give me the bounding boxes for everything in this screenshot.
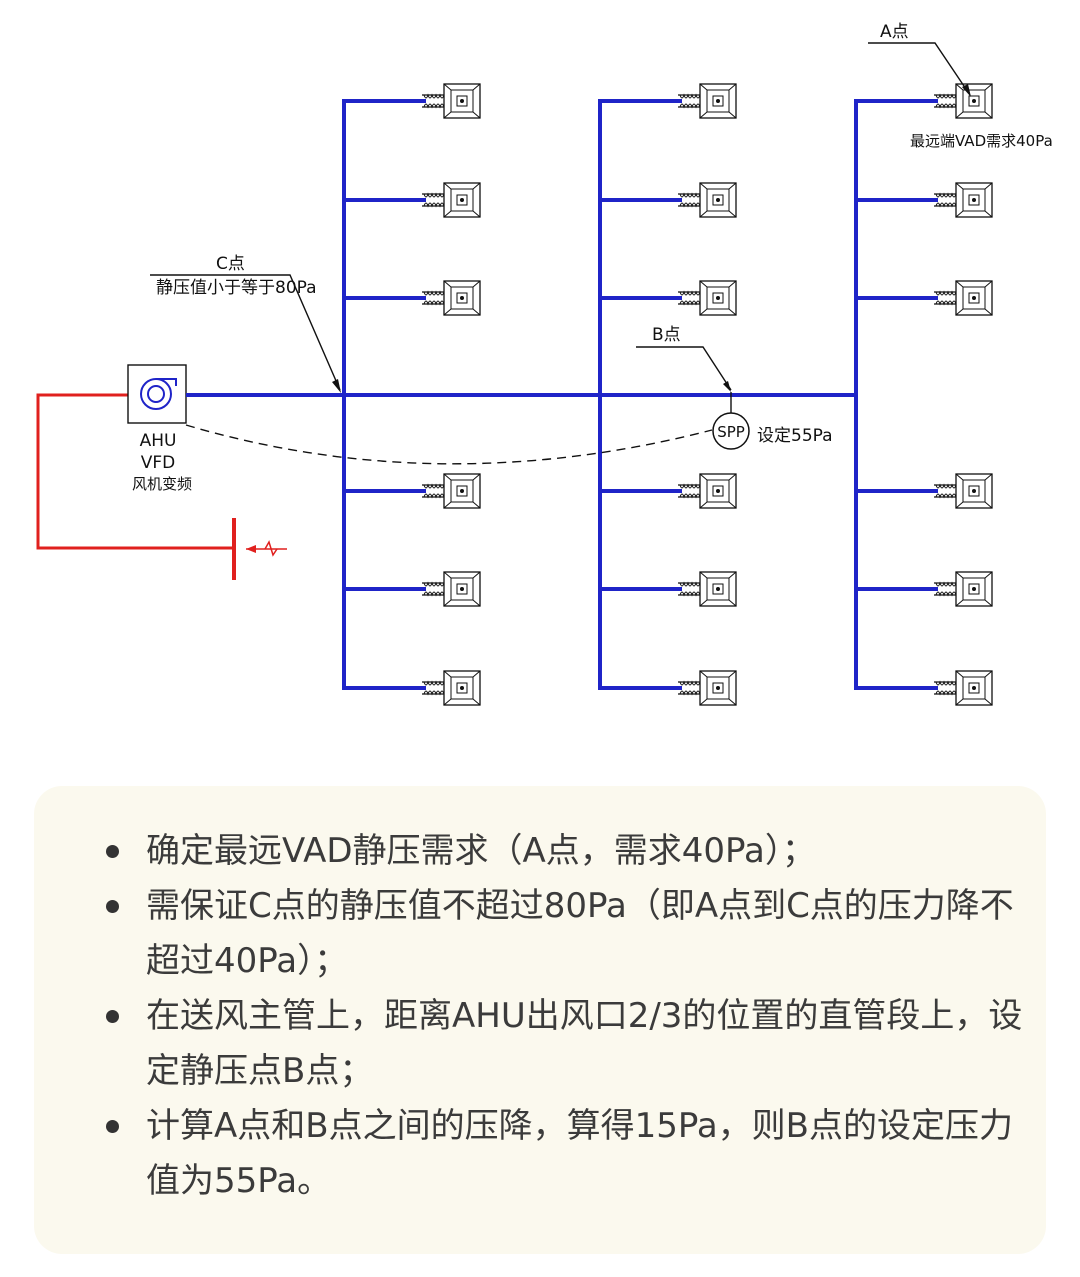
fan-vfd-label: 风机变频 [132, 475, 192, 493]
note-item: 在送风主管上，距离AHU出风口2/3的位置的直管段上，设定静压点B点； [94, 989, 1026, 1099]
b-leader [636, 346, 732, 391]
notes-panel: 确定最远VAD静压需求（A点，需求40Pa）； 需保证C点的静压值不超过80Pa… [34, 786, 1046, 1254]
bullet-icon [106, 845, 119, 858]
power-line [36, 393, 234, 550]
note-text: 计算A点和B点之间的压降，算得15Pa，则B点的设定压力值为55Pa。 [146, 1106, 1013, 1201]
bullet-icon [106, 1010, 119, 1023]
point-c-note: 静压值小于等于80Pa [156, 278, 317, 298]
fan-icon [127, 364, 187, 424]
bullet-icon [106, 1120, 119, 1133]
note-item: 确定最远VAD静压需求（A点，需求40Pa）； [94, 824, 1026, 879]
point-a-label: A点 [880, 22, 909, 42]
point-a-note: 最远端VAD需求40Pa [910, 132, 1053, 150]
vfd-label: VFD [141, 453, 176, 473]
ahu-label: AHU [140, 431, 177, 451]
point-c-label: C点 [216, 254, 245, 274]
note-text: 在送风主管上，距离AHU出风口2/3的位置的直管段上，设定静压点B点； [146, 996, 1023, 1091]
control-signal-line [185, 424, 713, 465]
note-item: 需保证C点的静压值不超过80Pa（即A点到C点的压力降不超过40Pa）； [94, 879, 1026, 989]
bullet-icon [106, 900, 119, 913]
note-text: 需保证C点的静压值不超过80Pa（即A点到C点的压力降不超过40Pa）； [146, 886, 1014, 981]
note-item: 计算A点和B点之间的压降，算得15Pa，则B点的设定压力值为55Pa。 [94, 1099, 1026, 1209]
duct-schematic: SPP 设定55Pa B点 C点 静压值小于等于80Pa A点 最远端VAD需求… [36, 22, 1053, 706]
spp-label: SPP [717, 423, 745, 441]
branch-ducts [342, 99, 938, 690]
note-text: 确定最远VAD静压需求（A点，需求40Pa）； [146, 831, 816, 871]
point-b-label: B点 [652, 325, 681, 345]
c-leader [150, 274, 341, 391]
a-leader [868, 42, 971, 96]
b-setpoint-label: 设定55Pa [757, 426, 833, 446]
notes-list: 确定最远VAD静压需求（A点，需求40Pa）； 需保证C点的静压值不超过80Pa… [94, 824, 1022, 1209]
